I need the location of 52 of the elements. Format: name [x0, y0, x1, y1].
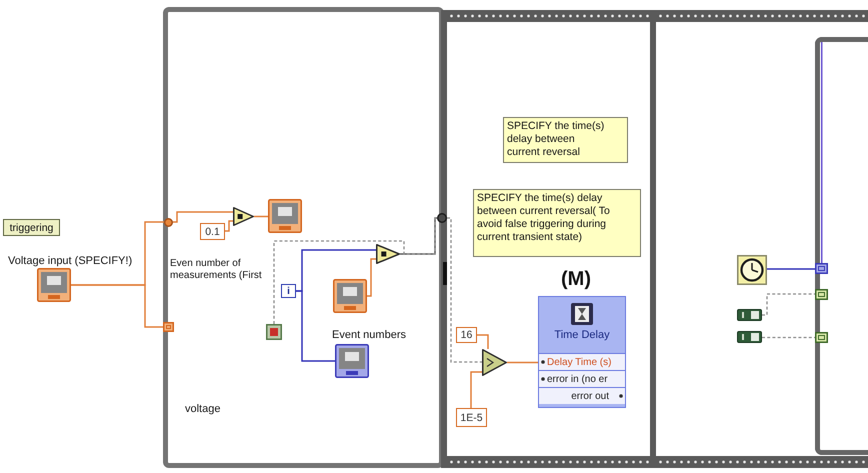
tunnel-icon [815, 289, 828, 300]
numeric-terminal-icon [333, 279, 367, 313]
terminal-label: Voltage input (SPECIFY!) [8, 255, 132, 268]
wire [225, 220, 233, 232]
tunnel-icon [815, 263, 828, 274]
tunnel-icon [163, 322, 174, 332]
wire [762, 293, 815, 316]
wire [173, 211, 233, 223]
wire [767, 268, 815, 270]
block-title: Time Delay [554, 329, 610, 341]
wire [762, 336, 815, 338]
structure-frame [815, 37, 868, 455]
wire [477, 334, 489, 349]
wire [296, 290, 335, 362]
constant-icon [737, 309, 762, 321]
clock-icon [737, 255, 767, 285]
express-function-block [538, 296, 626, 408]
wire [254, 216, 268, 218]
select-function-icon [482, 349, 507, 376]
wire [470, 371, 482, 408]
terminal-label: error in (no er [547, 374, 608, 384]
structure-frame [163, 7, 444, 468]
boolean-constant-icon [266, 324, 282, 340]
numeric-terminal-icon [37, 268, 71, 302]
compare-function-icon [233, 207, 254, 226]
annotation-text: voltage [185, 403, 220, 416]
tunnel-icon [815, 332, 828, 343]
comment-note: SPECIFY the time(s) delay between current reversal [503, 117, 628, 163]
wire [273, 217, 438, 324]
numeric-constant: 0.1 [200, 223, 225, 240]
tunnel-icon [164, 218, 173, 227]
terminal-label: Delay Time (s) [547, 356, 612, 368]
terminal-label: error out [571, 390, 609, 402]
comment-note: SPECIFY the time(s) delay between current reversal( To avoid false triggering during current transient state) [473, 189, 641, 257]
iteration-terminal: i [281, 284, 296, 298]
wire [447, 217, 482, 363]
wire [367, 258, 376, 297]
tunnel-icon [437, 213, 447, 223]
sequence-frame [650, 10, 868, 468]
terminal-label: Event numbers [332, 329, 406, 342]
numeric-terminal-icon [335, 344, 369, 378]
annotation-text: Even number of measurements (First [170, 258, 263, 282]
free-label: triggering [3, 219, 60, 236]
wire [400, 217, 437, 255]
wire [507, 362, 538, 364]
block-caption: (M) [561, 267, 591, 291]
numeric-constant: 1E-5 [456, 408, 487, 427]
numeric-constant: 16 [456, 327, 477, 343]
constant-icon [737, 331, 762, 343]
compare-function-icon [376, 244, 400, 264]
numeric-terminal-icon [268, 199, 302, 233]
wire [71, 284, 163, 328]
